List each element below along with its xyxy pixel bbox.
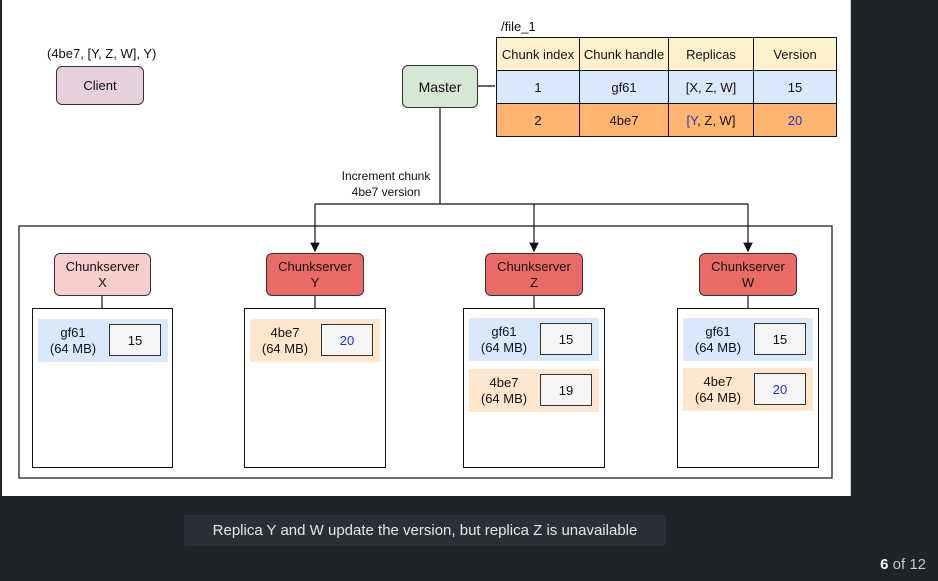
chunkserver-z-storage: gf61(64 MB) 15 4be7(64 MB) 19: [463, 308, 605, 468]
chunk-size: (64 MB): [261, 340, 309, 356]
file-chunk-table: Chunk index Chunk handle Replicas Versio…: [496, 37, 837, 137]
chunk-4be7: 4be7(64 MB) 20: [683, 368, 813, 411]
chunkserver-x-node: Chunkserver X: [54, 253, 151, 296]
cell-handle: gf61: [579, 70, 669, 104]
chunk-size: (64 MB): [480, 339, 528, 355]
chunkserver-x-storage: gf61(64 MB) 15: [32, 308, 173, 468]
chunk-size: (64 MB): [694, 339, 742, 355]
chunk-version-stale: 19: [540, 374, 592, 406]
chunk-handle: 4be7: [703, 373, 733, 389]
pager-current: 6: [880, 556, 889, 573]
slide-caption: Replica Y and W update the version, but …: [184, 515, 666, 546]
chunk-size: (64 MB): [480, 390, 528, 406]
chunk-handle: 4be7: [489, 374, 519, 390]
master-label: Master: [418, 78, 462, 95]
cell-replicas: [X, Z, W]: [668, 70, 754, 104]
chunk-handle: gf61: [491, 323, 517, 339]
chunk-size: (64 MB): [49, 340, 97, 356]
client-label: Client: [83, 77, 117, 93]
chunk-handle: gf61: [705, 323, 731, 339]
client-tuple: (4be7, [Y, Z, W], Y): [47, 46, 157, 61]
table-row: 2 4be7 [Y, Z, W] 20: [496, 103, 837, 137]
file-title: /file_1: [501, 19, 536, 34]
chunkserver-w-storage: gf61(64 MB) 15 4be7(64 MB) 20: [677, 308, 819, 468]
chunkserver-id: Z: [530, 274, 538, 290]
chunkserver-title: Chunkserver: [278, 258, 352, 274]
chunk-version: 20: [321, 324, 373, 356]
chunk-version: 15: [754, 323, 806, 355]
chunkserver-title: Chunkserver: [711, 258, 785, 274]
chunk-gf61: gf61(64 MB) 15: [683, 318, 813, 361]
cell-index: 1: [496, 70, 580, 104]
th-replicas: Replicas: [668, 37, 754, 71]
chunk-handle: 4be7: [270, 324, 300, 340]
chunk-handle: gf61: [60, 324, 86, 340]
cell-handle: 4be7: [579, 103, 669, 137]
chunk-version: 20: [754, 373, 806, 405]
chunk-version: 15: [109, 324, 161, 356]
chunkserver-id: X: [98, 274, 107, 290]
replica-rest: , Z, W]: [697, 112, 736, 128]
client-node: Client: [56, 66, 144, 105]
chunk-gf61: gf61(64 MB) 15: [469, 318, 599, 361]
increment-label: Increment chunk 4be7 version: [336, 168, 436, 200]
chunkserver-w-node: Chunkserver W: [699, 253, 797, 296]
table-header-row: Chunk index Chunk handle Replicas Versio…: [496, 37, 837, 71]
chunkserver-z-node: Chunkserver Z: [485, 253, 583, 296]
chunkserver-y-node: Chunkserver Y: [266, 253, 364, 296]
cell-index: 2: [496, 103, 580, 137]
pager-separator: of: [892, 556, 906, 573]
increment-line2: 4be7 version: [351, 185, 421, 199]
master-node: Master: [402, 65, 478, 108]
th-chunk-index: Chunk index: [496, 37, 580, 71]
slide-pager: 6 of 12: [880, 556, 926, 573]
chunkserver-y-storage: 4be7(64 MB) 20: [244, 308, 386, 468]
increment-line1: Increment chunk: [341, 169, 431, 183]
slide-canvas: (4be7, [Y, Z, W], Y) Client Master /file…: [2, 0, 851, 496]
chunk-4be7: 4be7(64 MB) 19: [469, 369, 599, 412]
chunkserver-title: Chunkserver: [497, 258, 571, 274]
cell-replicas: [Y, Z, W]: [668, 103, 754, 137]
chunkserver-title: Chunkserver: [65, 258, 140, 274]
cell-version-updated: 20: [753, 103, 837, 137]
replica-y-highlight: [Y: [686, 112, 698, 128]
chunk-size: (64 MB): [694, 389, 742, 405]
th-version: Version: [753, 37, 837, 71]
chunkserver-id: Y: [310, 274, 320, 290]
pager-total: 12: [909, 556, 926, 573]
cell-version: 15: [753, 70, 837, 104]
chunk-version: 15: [540, 323, 592, 355]
chunk-gf61: gf61(64 MB) 15: [38, 319, 168, 362]
th-chunk-handle: Chunk handle: [579, 37, 669, 71]
chunk-4be7: 4be7(64 MB) 20: [250, 319, 380, 362]
table-row: 1 gf61 [X, Z, W] 15: [496, 70, 837, 104]
chunkserver-id: W: [741, 274, 755, 290]
